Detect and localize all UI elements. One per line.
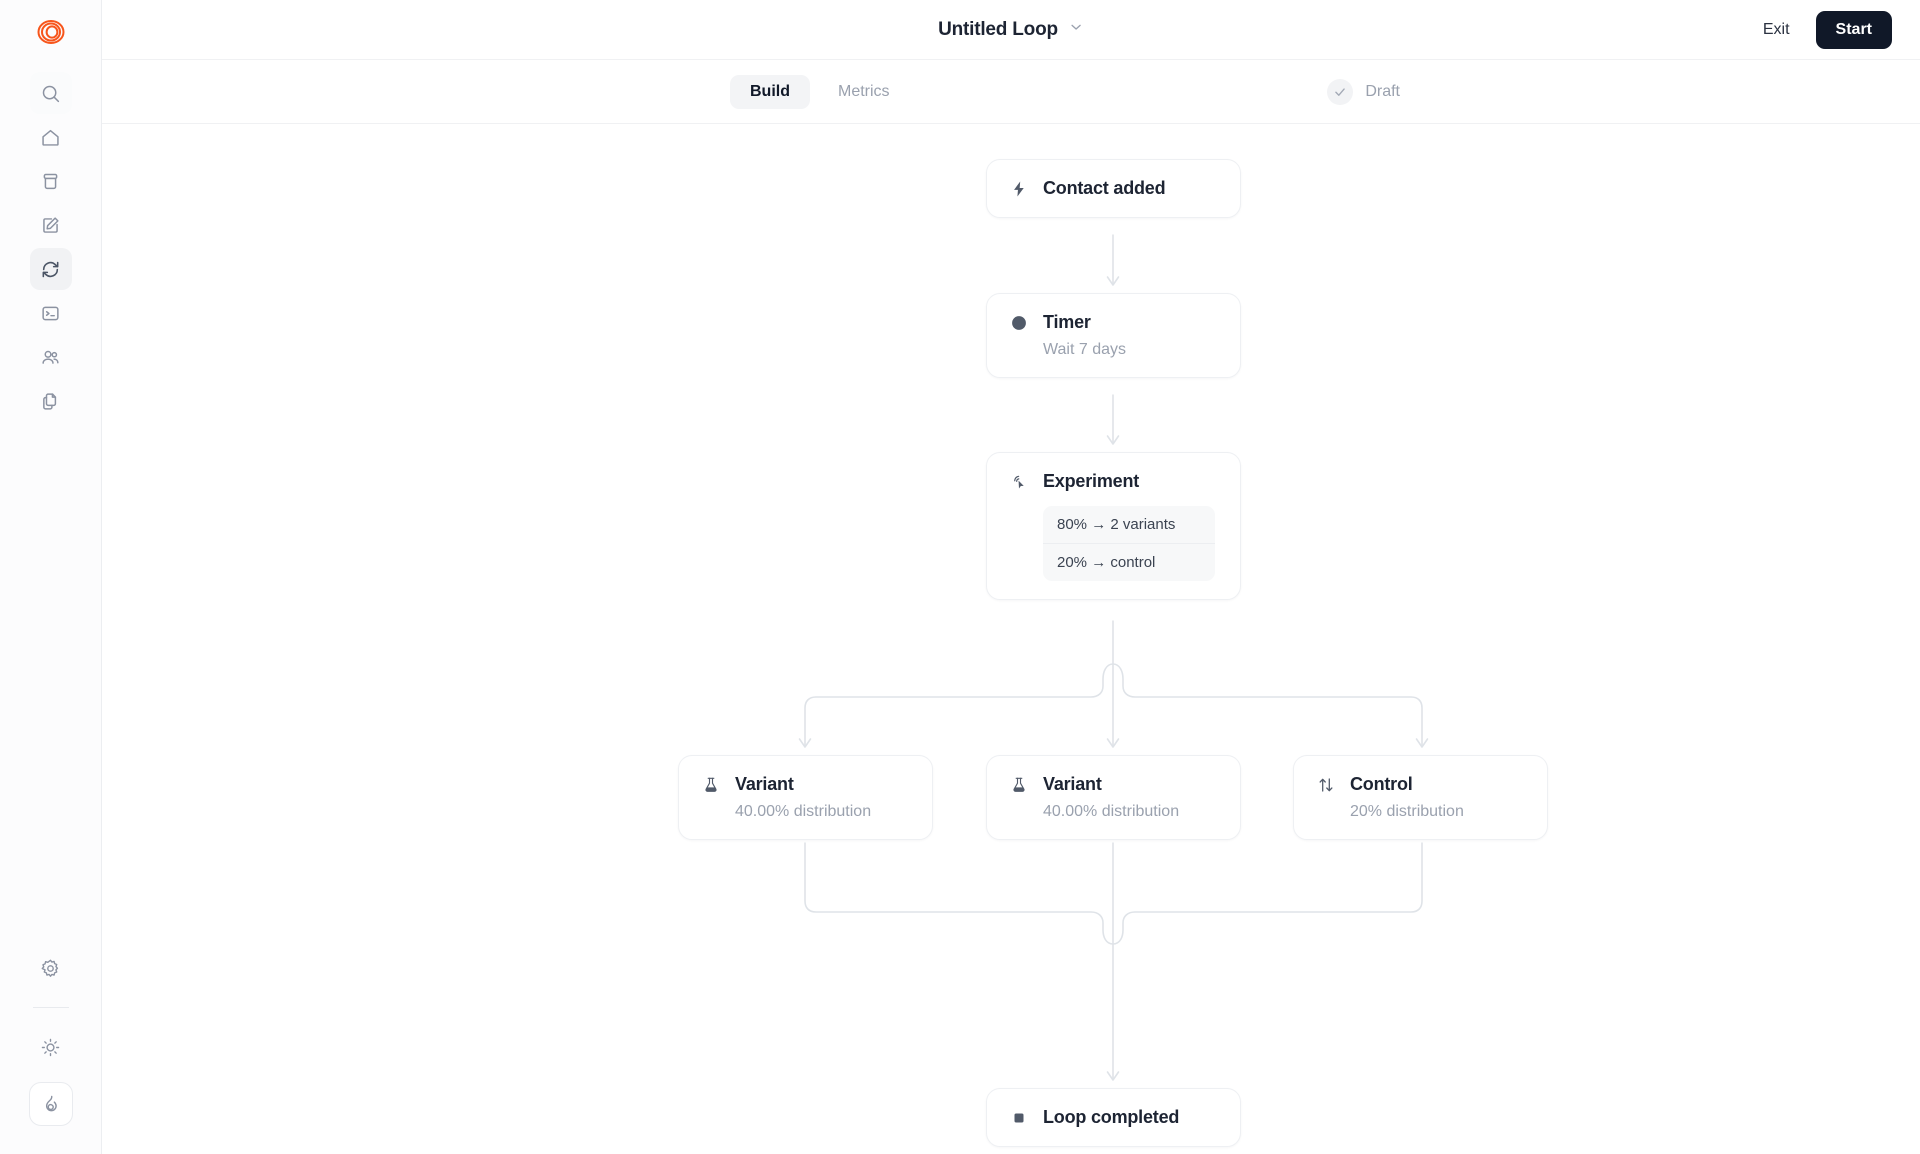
- node-header: Variant: [701, 774, 910, 795]
- node-header: Contact added: [1009, 178, 1218, 199]
- sidebar-item-transactional[interactable]: [30, 292, 72, 334]
- users-icon: [40, 347, 61, 368]
- chevron-down-icon: [1068, 19, 1084, 40]
- status-badge: Draft: [1327, 78, 1400, 105]
- archive-box-icon: [40, 171, 61, 192]
- node-subtitle: Wait 7 days: [1043, 341, 1126, 358]
- tab-build[interactable]: Build: [730, 74, 810, 109]
- tabbar: Build Metrics Draft: [102, 60, 1920, 124]
- documents-copy-icon: [40, 391, 61, 412]
- tab-metrics[interactable]: Metrics: [818, 75, 910, 109]
- node-title: Contact added: [1043, 178, 1166, 198]
- flow-canvas[interactable]: Contact added Timer Wait 7 days: [102, 124, 1920, 1154]
- node-header: Control: [1316, 774, 1525, 795]
- flow-node-loop-completed[interactable]: Loop completed: [986, 1088, 1241, 1147]
- lightning-bolt-icon: [1009, 179, 1029, 199]
- flow-node-control[interactable]: Control 20% distribution: [1293, 755, 1548, 840]
- sidebar-item-search[interactable]: [29, 72, 72, 114]
- node-title: Variant: [1043, 774, 1102, 794]
- experiment-split-list: 80% → 2 variants 20% → control: [1043, 506, 1215, 581]
- flow-node-contact-added[interactable]: Contact added: [986, 159, 1241, 218]
- node-title: Control: [1350, 774, 1413, 794]
- node-title: Loop completed: [1043, 1107, 1180, 1127]
- node-header: Experiment: [1009, 471, 1218, 492]
- gear-icon: [40, 958, 61, 979]
- document-title-menu[interactable]: Untitled Loop: [938, 19, 1084, 41]
- sidebar: [0, 0, 102, 1154]
- topbar-actions: Exit Start: [1755, 10, 1892, 49]
- flow-node-experiment[interactable]: Experiment 80% → 2 variants 20% → contro…: [986, 452, 1241, 600]
- node-header: Loop completed: [1009, 1107, 1218, 1128]
- topbar: Untitled Loop Exit Start: [102, 0, 1920, 60]
- node-title: Variant: [735, 774, 794, 794]
- sidebar-nav: [29, 72, 72, 422]
- flow-edges: [798, 234, 1429, 1081]
- sidebar-divider: [32, 1007, 69, 1008]
- home-icon: [40, 127, 61, 148]
- flow-node-variant-b[interactable]: Variant 40.00% distribution: [986, 755, 1241, 840]
- sidebar-item-loops[interactable]: [29, 248, 72, 290]
- sidebar-bottom-nav: [0, 947, 101, 1126]
- tab-group: Build Metrics: [730, 74, 910, 109]
- flow-graph: Contact added Timer Wait 7 days: [102, 124, 1920, 1154]
- node-title: Experiment: [1043, 471, 1140, 491]
- node-header: Variant: [1009, 774, 1218, 795]
- flow-node-timer[interactable]: Timer Wait 7 days: [986, 293, 1241, 378]
- experiment-split-row: 80% → 2 variants: [1057, 516, 1176, 533]
- node-subtitle: 20% distribution: [1350, 803, 1464, 820]
- refresh-loop-icon: [40, 259, 61, 280]
- main-area: Untitled Loop Exit Start Build Metrics: [102, 0, 1920, 1154]
- sun-icon: [40, 1037, 61, 1058]
- sidebar-item-settings[interactable]: [30, 947, 72, 989]
- clock-icon: [1009, 313, 1029, 333]
- status-label: Draft: [1365, 82, 1400, 100]
- exit-button[interactable]: Exit: [1755, 15, 1798, 45]
- node-subtitle: 40.00% distribution: [735, 803, 872, 820]
- flame-icon: [40, 1094, 61, 1115]
- flask-icon: [1009, 775, 1029, 795]
- sidebar-item-appearance[interactable]: [30, 1026, 72, 1068]
- start-button[interactable]: Start: [1815, 10, 1892, 49]
- arrows-up-down-icon: [1316, 775, 1336, 795]
- pencil-square-icon: [40, 215, 61, 236]
- sidebar-item-templates[interactable]: [30, 380, 72, 422]
- sidebar-item-whats-new[interactable]: [28, 1082, 73, 1126]
- terminal-icon: [40, 303, 61, 324]
- search-icon: [40, 83, 61, 104]
- stop-square-icon: [1009, 1108, 1029, 1128]
- node-header: Timer: [1009, 312, 1218, 333]
- experiment-split-row: 20% → control: [1043, 543, 1215, 581]
- cursor-click-icon: [1009, 472, 1029, 492]
- page-title: Untitled Loop: [938, 18, 1058, 40]
- sidebar-item-home[interactable]: [30, 116, 72, 158]
- sidebar-item-compose[interactable]: [30, 204, 72, 246]
- check-icon: [1327, 78, 1354, 105]
- sidebar-item-contacts[interactable]: [30, 336, 72, 378]
- node-subtitle: 40.00% distribution: [1043, 803, 1180, 820]
- sidebar-item-audience[interactable]: [30, 160, 72, 202]
- loops-logo[interactable]: [27, 8, 75, 56]
- flask-icon: [701, 775, 721, 795]
- flow-node-variant-a[interactable]: Variant 40.00% distribution: [678, 755, 933, 840]
- node-title: Timer: [1043, 312, 1091, 332]
